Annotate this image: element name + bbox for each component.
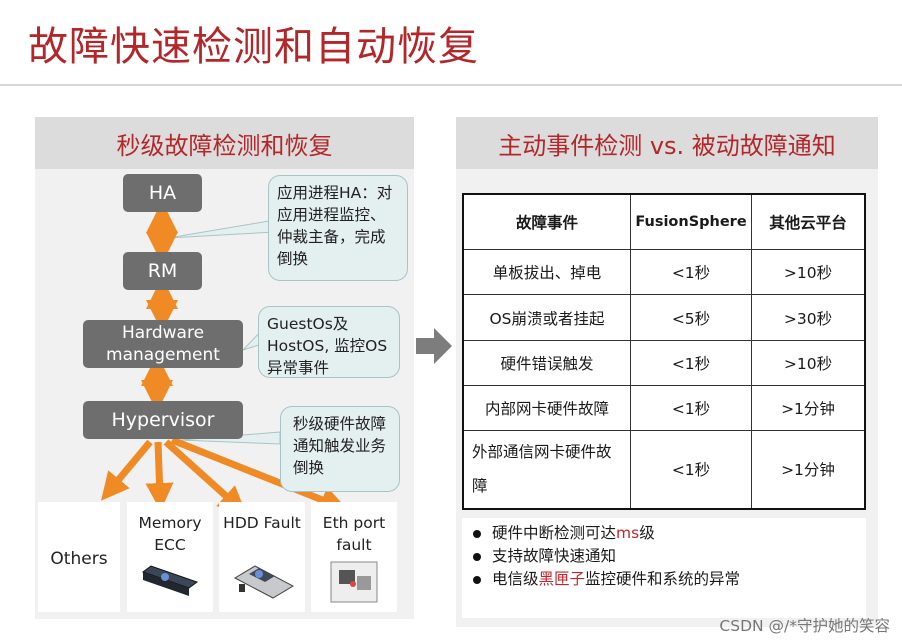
memory-module-icon: [139, 562, 203, 602]
arrow-to-others: [110, 442, 150, 490]
bullet-item: 电信级黑匣子监控硬件和系统的异常: [492, 568, 866, 591]
hdd-board-icon: [231, 554, 297, 606]
table-cell: 硬件错误触发: [463, 341, 631, 386]
table-cell: >1分钟: [752, 431, 866, 509]
bullet-highlight: ms: [616, 524, 639, 542]
table-cell: 外部通信网卡硬件故障: [463, 431, 631, 509]
bullet-highlight: 黑匣子: [539, 570, 586, 588]
arrow-right-icon: [414, 326, 454, 366]
card-hdd-fault: HDD Fault: [219, 502, 305, 612]
ha-box: HA: [123, 174, 202, 212]
card-memory-ecc-label: Memory ECC: [127, 512, 213, 556]
bullet-item: 硬件中断检测可达ms级: [492, 522, 866, 545]
rm-box: RM: [123, 252, 202, 290]
callout-os-monitor: GuestOs及HostOS, 监控OS异常事件: [258, 306, 400, 378]
table-cell: >10秒: [752, 250, 866, 295]
card-others: Others: [38, 502, 120, 612]
table-cell: >10秒: [752, 341, 866, 386]
table-header: FusionSphere: [631, 194, 752, 250]
table-cell: <1秒: [631, 250, 752, 295]
table-header-row: 故障事件 FusionSphere 其他云平台: [463, 194, 865, 250]
table-row: 外部通信网卡硬件故障 <1秒 >1分钟: [463, 431, 865, 509]
watermark: CSDN @/*守护她的笑容: [719, 614, 890, 636]
table-cell: <5秒: [631, 295, 752, 341]
bullet-text: 监控硬件和系统的异常: [585, 570, 740, 588]
arrow-to-memory: [158, 442, 160, 497]
callout-app-ha: 应用进程HA：对应用进程监控、仲裁主备，完成倒换: [268, 175, 408, 281]
ethernet-port-icon: [329, 560, 379, 604]
table-header: 其他云平台: [752, 194, 866, 250]
callout-hw-fault: 秒级硬件故障通知触发业务倒换: [280, 406, 400, 492]
table-cell: >1分钟: [752, 386, 866, 431]
table-cell: <1秒: [631, 386, 752, 431]
right-panel-heading: 主动事件检测 vs. 被动故障通知: [456, 117, 878, 169]
table-cell: <1秒: [631, 431, 752, 509]
table-row: OS崩溃或者挂起 <5秒 >30秒: [463, 295, 865, 341]
table-row: 单板拔出、掉电 <1秒 >10秒: [463, 250, 865, 295]
bullet-text: 级: [639, 524, 655, 542]
table-cell: >30秒: [752, 295, 866, 341]
card-others-label: Others: [38, 548, 120, 570]
table-header: 故障事件: [463, 194, 631, 250]
table-cell: 内部网卡硬件故障: [463, 386, 631, 431]
table-cell: 单板拔出、掉电: [463, 250, 631, 295]
bullet-item: 支持故障快速通知: [492, 545, 866, 568]
bullet-list: 硬件中断检测可达ms级 支持故障快速通知 电信级黑匣子监控硬件和系统的异常: [462, 518, 866, 618]
table-cell: <1秒: [631, 341, 752, 386]
card-eth-port-fault-label: Eth port fault: [311, 512, 397, 556]
hypervisor-box: Hypervisor: [83, 401, 243, 439]
comparison-table: 故障事件 FusionSphere 其他云平台 单板拔出、掉电 <1秒 >10秒…: [462, 193, 866, 510]
table-row: 内部网卡硬件故障 <1秒 >1分钟: [463, 386, 865, 431]
bullet-text: 电信级: [492, 570, 539, 588]
card-memory-ecc: Memory ECC: [127, 502, 213, 612]
table-row: 硬件错误触发 <1秒 >10秒: [463, 341, 865, 386]
table-cell: OS崩溃或者挂起: [463, 295, 631, 341]
card-eth-port-fault: Eth port fault: [311, 502, 397, 612]
hardware-management-box: Hardware management: [83, 320, 243, 368]
bullet-text: 硬件中断检测可达: [492, 524, 616, 542]
card-hdd-fault-label: HDD Fault: [219, 512, 305, 534]
bullet-text: 支持故障快速通知: [492, 547, 616, 565]
